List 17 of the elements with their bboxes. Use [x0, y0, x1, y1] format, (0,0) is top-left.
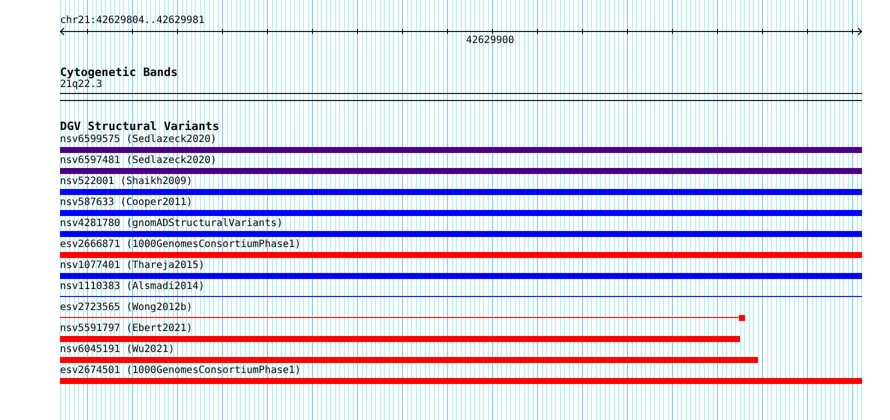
tick-label: 42629900	[466, 35, 514, 46]
band-label: 21q22.3	[60, 79, 102, 90]
feature-label: esv2674501 (1000GenomesConsortiumPhase1)	[60, 365, 301, 376]
feature-label: nsv5591797 (Ebert2021)	[60, 323, 192, 334]
track-title: Cytogenetic Bands	[60, 66, 178, 79]
track-title: DGV Structural Variants	[60, 120, 220, 133]
feature-label: nsv6597481 (Sedlazeck2020)	[60, 155, 217, 166]
feature-label: nsv6599575 (Sedlazeck2020)	[60, 134, 217, 145]
feature-label: nsv522001 (Shaikh2009)	[60, 176, 192, 187]
feature-label: nsv1077401 (Thareja2015)	[60, 260, 204, 271]
feature-label: esv2723565 (Wong2012b)	[60, 302, 192, 313]
feature-label: nsv1110383 (Alsmadi2014)	[60, 281, 204, 292]
feature-label: esv2666871 (1000GenomesConsortiumPhase1)	[60, 239, 301, 250]
feature-label: nsv587633 (Cooper2011)	[60, 197, 192, 208]
feature-label: nsv6045191 (Wu2021)	[60, 344, 174, 355]
feature-label: nsv4281780 (gnomADStructuralVariants)	[60, 218, 283, 229]
locus-label: chr21:42629804..42629981	[60, 15, 204, 26]
